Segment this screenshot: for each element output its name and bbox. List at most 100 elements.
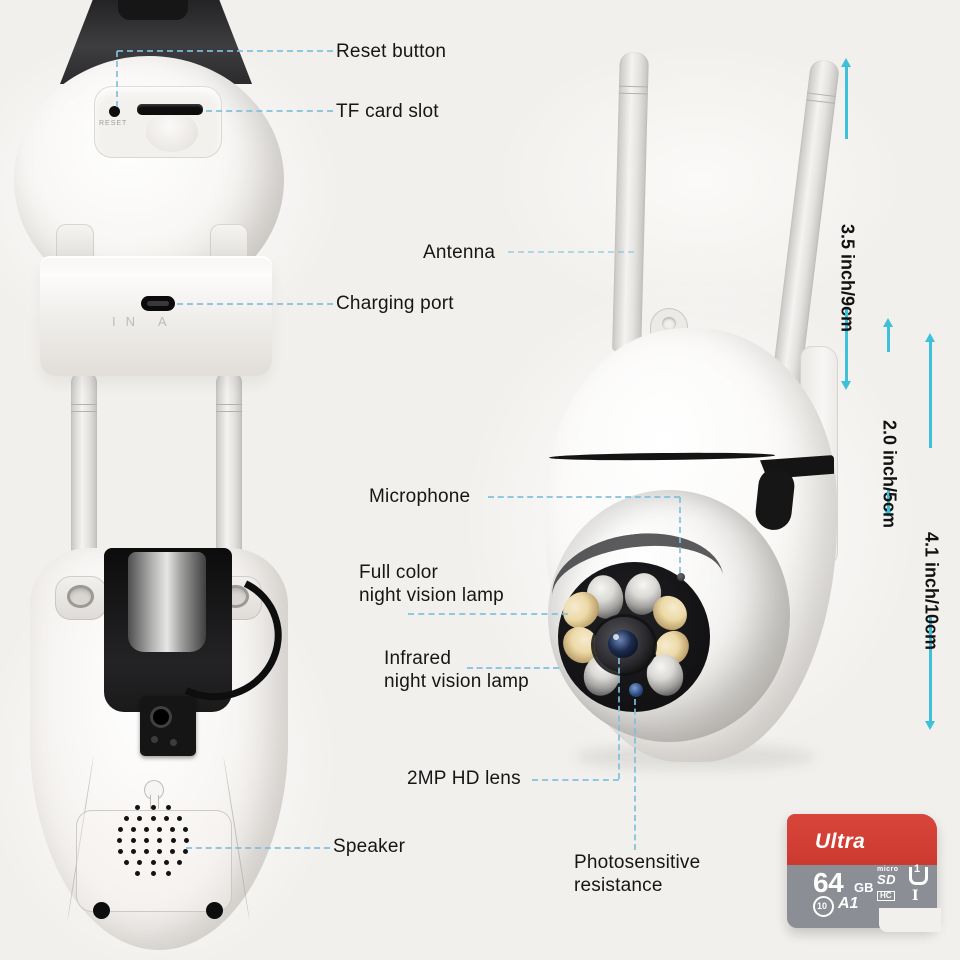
antenna-right bbox=[771, 58, 841, 390]
speaker-hole bbox=[137, 815, 143, 821]
uhs-speed-class-icon: 1 bbox=[909, 863, 928, 885]
base-engraving: IN A bbox=[112, 314, 177, 329]
dimension-line bbox=[845, 66, 848, 139]
leader-lens-vertical bbox=[618, 658, 620, 779]
label-line: night vision lamp bbox=[384, 671, 529, 692]
antenna-ring bbox=[71, 404, 97, 412]
sd-card-capacity: 64 bbox=[813, 867, 844, 898]
dimension-arrow-up bbox=[883, 318, 893, 327]
speaker-hole bbox=[117, 837, 123, 843]
dimension-line bbox=[887, 326, 890, 352]
label-tf-card-slot: TF card slot bbox=[336, 101, 439, 122]
leader-reset bbox=[117, 50, 333, 52]
antenna-ring bbox=[216, 404, 242, 412]
microsd-hc-logo: micro SD HC bbox=[877, 866, 899, 901]
label-reset-button: Reset button bbox=[336, 41, 447, 62]
label-fullcolor-lamp: Full color night vision lamp bbox=[359, 561, 504, 607]
dimension-line bbox=[929, 341, 932, 448]
speaker-hole bbox=[123, 859, 129, 865]
connector-box bbox=[140, 696, 196, 756]
speaker-hole bbox=[131, 826, 137, 832]
dimension-arrow-up bbox=[925, 333, 935, 342]
speaker-hole bbox=[177, 859, 183, 865]
camera-lens-barrel-top bbox=[118, 0, 188, 20]
label-infrared-lamp: Infrared night vision lamp bbox=[384, 647, 529, 693]
speaker-hole bbox=[150, 804, 156, 810]
dimension-arrow-up bbox=[841, 58, 851, 67]
speaker-hole bbox=[137, 859, 143, 865]
speaker-hole bbox=[118, 826, 124, 832]
speaker-hole bbox=[144, 826, 150, 832]
speaker-hole bbox=[150, 859, 156, 865]
screw-hole-left bbox=[93, 902, 110, 919]
label-line: Infrared bbox=[384, 648, 452, 669]
speaker-hole bbox=[118, 848, 124, 854]
speaker-hole bbox=[123, 815, 129, 821]
dc-socket bbox=[150, 706, 172, 728]
sd-card-red-band bbox=[787, 814, 937, 865]
speed-class-10-icon: 10 bbox=[813, 896, 834, 917]
reset-engraving: RESET bbox=[99, 120, 128, 127]
speaker-hole bbox=[150, 815, 156, 821]
speaker-hole bbox=[130, 837, 136, 843]
sd-card-capacity-unit: GB bbox=[854, 880, 874, 895]
uhs-bus-marker: I bbox=[912, 888, 919, 904]
screw-hole-right bbox=[206, 902, 223, 919]
speaker-hole bbox=[165, 870, 171, 876]
dimension-line bbox=[929, 616, 932, 722]
speaker-hole bbox=[131, 848, 137, 854]
reset-button-hole bbox=[109, 106, 120, 117]
microphone-hole bbox=[677, 573, 685, 581]
charging-port-pin bbox=[147, 301, 169, 306]
photosensitive-sensor bbox=[629, 683, 643, 697]
connector-pinhole bbox=[170, 739, 177, 746]
tf-card-slot bbox=[137, 104, 203, 115]
speaker-hole bbox=[165, 804, 171, 810]
keyhole-mount-stem bbox=[150, 795, 159, 809]
speaker-hole bbox=[169, 848, 175, 854]
dimension-arrow-down bbox=[925, 721, 935, 730]
speaker-hole bbox=[163, 859, 169, 865]
leader-antenna bbox=[508, 251, 634, 253]
label-photosensitive: Photosensitive resistance bbox=[574, 851, 700, 897]
speaker-hole bbox=[157, 837, 163, 843]
speaker-hole bbox=[170, 837, 176, 843]
dimension-arrow-down bbox=[841, 381, 851, 390]
leader-infrared-lamp bbox=[467, 667, 559, 669]
label-line: night vision lamp bbox=[359, 585, 504, 606]
label-lens: 2MP HD lens bbox=[407, 768, 521, 789]
speaker-hole bbox=[183, 837, 189, 843]
leader-tf-card bbox=[206, 110, 333, 112]
sd-card-notch bbox=[879, 908, 941, 932]
dimension-line bbox=[845, 308, 848, 382]
label-line: resistance bbox=[574, 875, 663, 896]
antenna-ring bbox=[618, 85, 649, 95]
gimbal-motor bbox=[128, 552, 206, 652]
speaker-hole bbox=[156, 826, 162, 832]
speaker-hole bbox=[182, 848, 188, 854]
label-charging-port: Charging port bbox=[336, 293, 454, 314]
app-performance-class: A1 bbox=[838, 895, 859, 912]
leader-reset-vertical bbox=[116, 51, 118, 107]
speaker-hole bbox=[163, 815, 169, 821]
speaker-hole bbox=[182, 826, 188, 832]
camera-base bbox=[40, 256, 272, 376]
screw-boss-left bbox=[55, 576, 107, 620]
speaker-hole bbox=[177, 815, 183, 821]
label-speaker: Speaker bbox=[333, 836, 406, 857]
mount-hook-hole bbox=[662, 317, 676, 330]
leader-microphone-vertical bbox=[679, 497, 681, 573]
label-line: Photosensitive bbox=[574, 852, 701, 873]
antenna-ring bbox=[806, 92, 836, 104]
speaker-hole bbox=[144, 848, 150, 854]
sd-card: Ultra 64 GB micro SD HC 1 I 10 A1 bbox=[787, 814, 937, 928]
screw-boss-hole bbox=[67, 585, 94, 608]
dimension-line bbox=[887, 488, 890, 509]
speaker-hole bbox=[143, 837, 149, 843]
speaker-hole bbox=[135, 870, 141, 876]
lens-glint bbox=[613, 634, 619, 640]
connector-pinhole bbox=[151, 736, 158, 743]
speaker-hole bbox=[169, 826, 175, 832]
label-line: Full color bbox=[359, 562, 439, 583]
